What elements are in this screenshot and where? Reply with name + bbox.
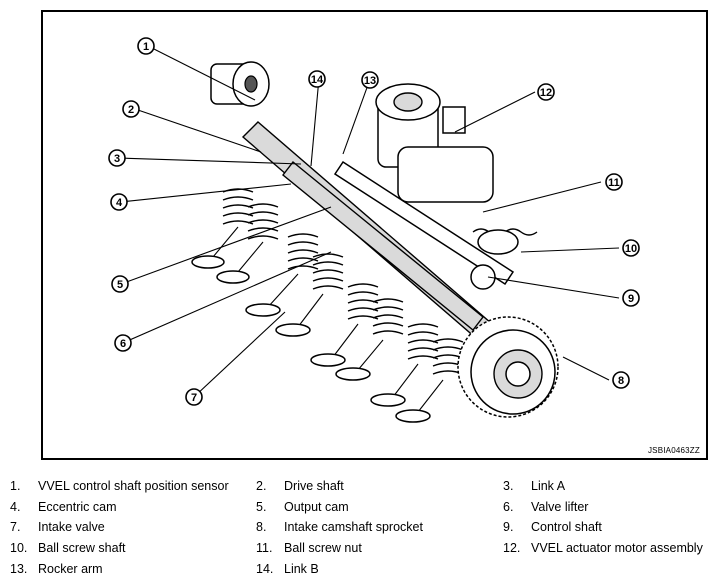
vvel-assembly-illustration: 1 2 3 4 5 6 7 8 <box>108 37 640 423</box>
callout-9: 9 <box>622 289 640 307</box>
callout-5: 5 <box>111 275 129 293</box>
position-sensor-drawing <box>210 61 270 107</box>
callout-12: 12 <box>537 83 555 101</box>
callout-7: 7 <box>185 388 203 406</box>
callout-14: 14 <box>308 70 326 88</box>
svg-text:7: 7 <box>191 392 197 404</box>
svg-text:8: 8 <box>618 375 624 387</box>
valve-group-6 <box>335 298 404 381</box>
callout-11: 11 <box>605 173 623 191</box>
callout-10: 10 <box>622 239 640 257</box>
valve-group-3 <box>245 233 319 317</box>
valve-group-1 <box>191 188 254 269</box>
valve-group-7 <box>370 323 439 407</box>
svg-text:4: 4 <box>116 197 123 209</box>
svg-text:1: 1 <box>143 41 149 53</box>
svg-text:12: 12 <box>540 87 552 99</box>
svg-text:9: 9 <box>628 293 634 305</box>
callout-6: 6 <box>114 334 132 352</box>
sprocket-drawing <box>457 316 559 418</box>
actuator-motor-drawing <box>375 83 494 203</box>
svg-text:14: 14 <box>311 74 324 86</box>
valve-group-2 <box>216 203 279 284</box>
svg-text:3: 3 <box>114 153 120 165</box>
figure-code: JSBIA0463ZZ <box>647 446 700 455</box>
ball-screw-drawing <box>472 228 538 255</box>
svg-text:5: 5 <box>117 279 123 291</box>
svg-text:13: 13 <box>364 75 376 87</box>
callout-2: 2 <box>122 100 140 118</box>
parts-legend: 1. VVEL control shaft position sensor 2.… <box>10 479 703 576</box>
callout-4: 4 <box>110 193 128 211</box>
callout-3: 3 <box>108 149 126 167</box>
leader-lines <box>118 45 620 397</box>
svg-text:11: 11 <box>608 177 620 189</box>
control-shaft-drawing <box>333 160 515 290</box>
valve-group-8 <box>395 338 464 423</box>
svg-text:6: 6 <box>120 338 126 350</box>
valve-group-5 <box>310 283 379 367</box>
svg-text:10: 10 <box>625 243 637 255</box>
callout-8: 8 <box>612 371 630 389</box>
svg-text:2: 2 <box>128 104 134 116</box>
callout-1: 1 <box>137 37 155 55</box>
diagram-frame: 1 2 3 4 5 6 7 8 <box>41 10 708 460</box>
callout-13: 13 <box>361 71 379 89</box>
valve-group-4 <box>275 253 344 337</box>
drive-shaft-drawing <box>241 121 515 358</box>
